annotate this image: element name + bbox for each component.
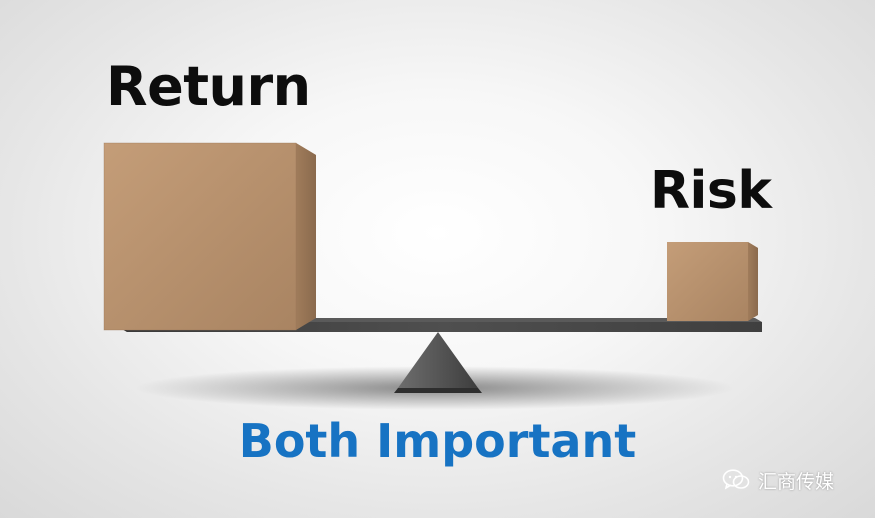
caption: Both Important [238, 414, 637, 468]
watermark-text: 汇商传媒 [758, 470, 835, 493]
risk-box [667, 242, 758, 321]
return-box [103, 142, 316, 331]
risk-label: Risk [650, 161, 772, 221]
fulcrum [394, 332, 482, 393]
wechat-icon [722, 469, 750, 490]
watermark: 汇商传媒 [722, 466, 834, 494]
return-label: Return [106, 55, 311, 118]
